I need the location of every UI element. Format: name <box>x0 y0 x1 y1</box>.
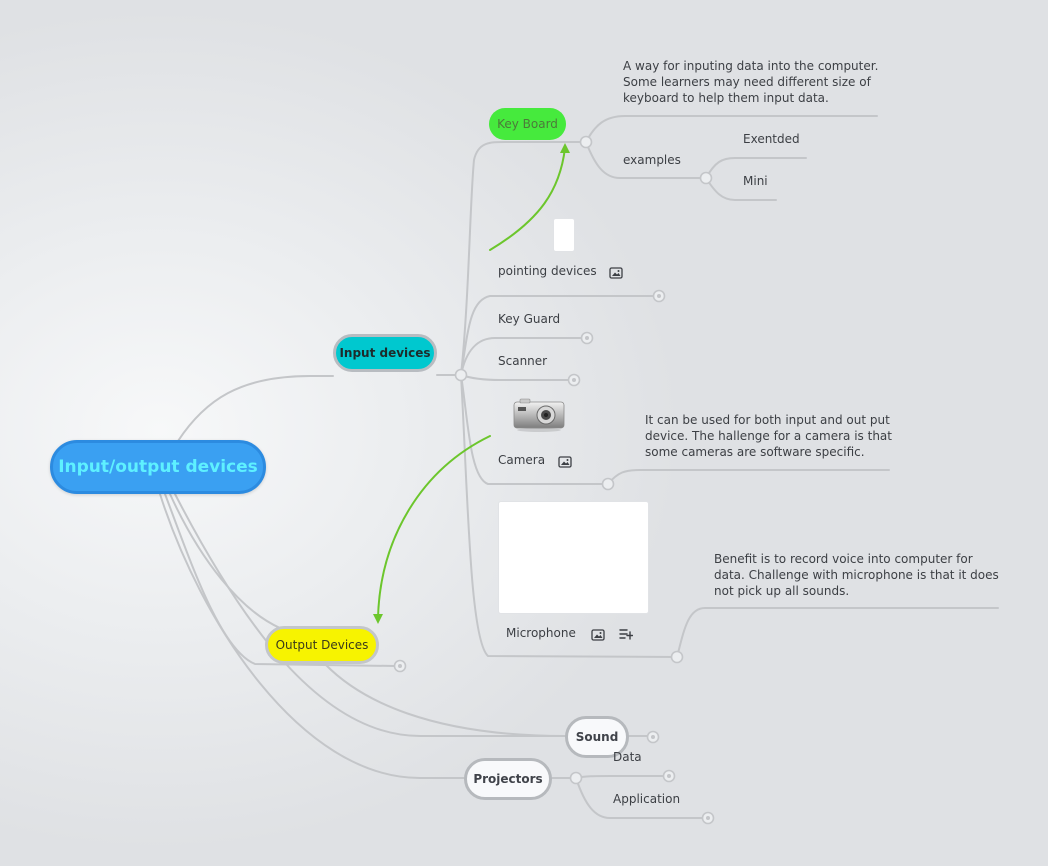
topic-key-guard[interactable]: Key Guard <box>498 312 561 326</box>
image-icon[interactable] <box>591 629 605 641</box>
collapse-dot-examples <box>699 171 713 185</box>
collapse-dot-keyboard <box>579 135 593 149</box>
root-topic[interactable]: Input/output devices <box>50 440 266 494</box>
topic-microphone[interactable]: Microphone <box>506 626 576 640</box>
topic-application[interactable]: Application <box>613 792 681 806</box>
topic-sound[interactable]: Sound <box>565 716 629 758</box>
topic-examples[interactable]: examples <box>623 153 681 167</box>
relationship-arrow-output <box>377 435 491 619</box>
collapse-dot-input <box>454 368 468 382</box>
collapse-dot-camera <box>601 477 615 491</box>
image-icon[interactable] <box>558 456 572 468</box>
topic-data[interactable]: Data <box>613 750 642 764</box>
pointing-devices-image <box>553 218 575 252</box>
topic-example-mini[interactable]: Mini <box>743 174 768 188</box>
topic-projectors[interactable]: Projectors <box>464 758 552 800</box>
keyboard-note: A way for inputing data into the compute… <box>623 59 879 105</box>
collapse-dot-projectors <box>569 771 583 785</box>
image-icon[interactable] <box>609 267 623 279</box>
microphone-note: Benefit is to record voice into computer… <box>714 552 999 598</box>
topic-scanner[interactable]: Scanner <box>498 354 548 368</box>
topic-camera[interactable]: Camera <box>498 453 546 467</box>
microphone-image <box>498 501 649 614</box>
topic-pointing-devices[interactable]: pointing devices <box>498 264 597 278</box>
relationship-arrow-keyboard <box>489 147 566 251</box>
notes-icon[interactable] <box>619 628 633 640</box>
topic-example-extended[interactable]: Exentded <box>743 132 800 146</box>
camera-note: It can be used for both input and out pu… <box>645 413 892 459</box>
camera-image <box>513 398 565 432</box>
topic-output-devices[interactable]: Output Devices <box>265 626 379 664</box>
topic-keyboard[interactable]: Key Board <box>489 108 566 140</box>
topic-input-devices[interactable]: Input devices <box>333 334 437 372</box>
collapse-dot-microphone <box>670 650 684 664</box>
